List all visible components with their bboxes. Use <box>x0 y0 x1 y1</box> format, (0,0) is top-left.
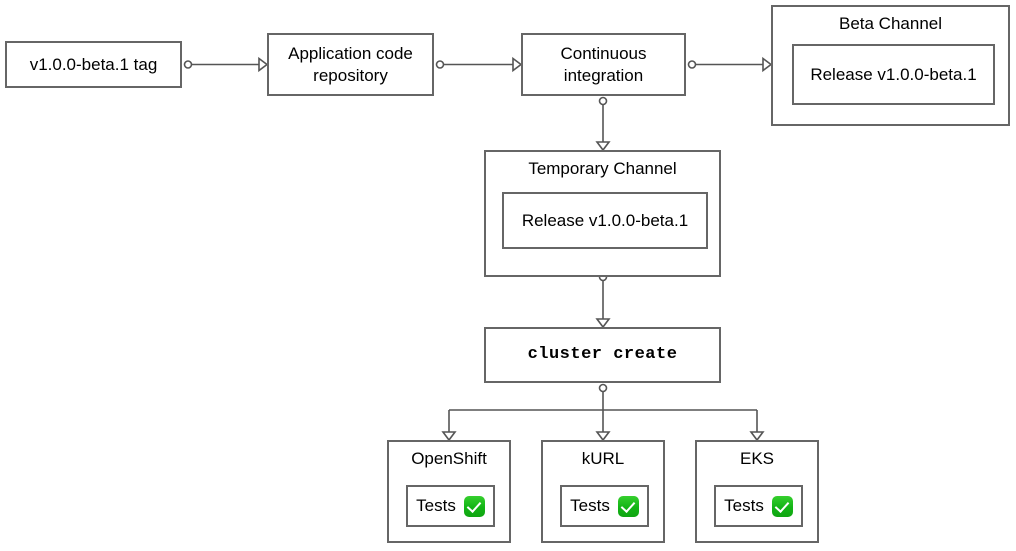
group-target-eks-tests-label: Tests <box>724 496 764 515</box>
group-target-eks[interactable]: EKS Tests <box>695 440 819 543</box>
check-green-icon <box>463 495 485 517</box>
edge-temporary-channel-to-cluster-create <box>595 272 611 329</box>
edge-cluster-create-to-targets <box>441 383 765 442</box>
group-beta-channel-release-label: Release v1.0.0-beta.1 <box>810 64 977 84</box>
group-target-eks-tests-box[interactable]: Tests <box>714 485 803 527</box>
group-target-openshift[interactable]: OpenShift Tests <box>387 440 511 543</box>
group-target-openshift-tests-label: Tests <box>416 496 456 515</box>
group-beta-channel[interactable]: Beta Channel Release v1.0.0-beta.1 <box>771 5 1010 126</box>
node-application-code-repository-label: Application code repository <box>288 44 413 85</box>
group-target-kurl-tests-label: Tests <box>570 496 610 515</box>
group-temporary-channel-release-box[interactable]: Release v1.0.0-beta.1 <box>502 192 708 249</box>
edge-ci-to-beta-channel <box>687 56 773 73</box>
edge-repo-to-ci <box>435 56 523 73</box>
group-temporary-channel[interactable]: Temporary Channel Release v1.0.0-beta.1 <box>484 150 721 277</box>
node-tag[interactable]: v1.0.0-beta.1 tag <box>5 41 182 88</box>
edge-ci-to-temporary-channel <box>595 96 611 152</box>
node-tag-label: v1.0.0-beta.1 tag <box>29 54 158 74</box>
group-temporary-channel-title: Temporary Channel <box>528 159 677 178</box>
group-target-kurl-tests-box[interactable]: Tests <box>560 485 649 527</box>
check-green-icon <box>617 495 639 517</box>
group-target-eks-title: EKS <box>739 449 775 468</box>
node-continuous-integration[interactable]: Continuous integration <box>521 33 686 96</box>
group-target-openshift-title: OpenShift <box>411 449 487 468</box>
group-target-kurl-title: kURL <box>581 449 625 468</box>
node-application-code-repository[interactable]: Application code repository <box>267 33 434 96</box>
group-beta-channel-title: Beta Channel <box>838 14 943 33</box>
group-beta-channel-release-box[interactable]: Release v1.0.0-beta.1 <box>792 44 995 105</box>
group-target-openshift-tests-box[interactable]: Tests <box>406 485 495 527</box>
check-green-icon <box>771 495 793 517</box>
group-temporary-channel-release-label: Release v1.0.0-beta.1 <box>521 210 689 230</box>
node-cluster-create[interactable]: cluster create <box>484 327 721 383</box>
group-target-kurl[interactable]: kURL Tests <box>541 440 665 543</box>
node-cluster-create-label: cluster create <box>527 345 678 365</box>
node-continuous-integration-label: Continuous integration <box>560 44 647 85</box>
edge-tag-to-repo <box>183 56 269 73</box>
